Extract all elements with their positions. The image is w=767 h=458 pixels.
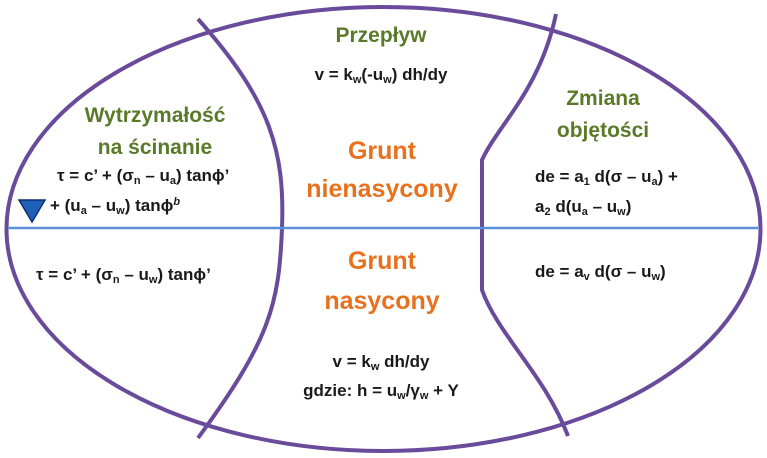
center-unsaturated-line1: Grunt bbox=[347, 137, 417, 165]
flow-equation: v = kw(-uw) dh/dy bbox=[314, 65, 448, 86]
outer-ellipse bbox=[4, 5, 763, 453]
shear-unsat-equation-line2: + (ua – uw) tanϕb bbox=[50, 196, 181, 217]
volume-unsat-equation-line1: de = a1 d(σ – ua) + bbox=[535, 167, 678, 188]
shear-sat-equation: τ = c’ + (σn – uw) tanϕ’ bbox=[36, 265, 211, 286]
center-unsaturated-line2: nienasycony bbox=[306, 175, 458, 203]
volume-title-line1: Zmiana bbox=[566, 87, 640, 110]
water-table-marker bbox=[17, 199, 47, 224]
bottom-head-definition: gdzie: h = uw/γw + Y bbox=[303, 381, 459, 402]
volume-sat-equation: de = av d(σ – uw) bbox=[535, 262, 666, 283]
shear-title-line1: Wytrzymałość bbox=[84, 104, 226, 127]
shear-unsat-equation-line1: τ = c’ + (σn – ua) tanϕ’ bbox=[57, 166, 230, 187]
center-saturated-line2: nasycony bbox=[324, 287, 440, 315]
volume-title-line2: objętości bbox=[556, 119, 650, 142]
right-divider bbox=[480, 13, 570, 437]
flow-title: Przepływ bbox=[335, 24, 427, 47]
center-saturated-line1: Grunt bbox=[347, 247, 417, 275]
volume-unsat-equation-line2: a2 d(ua – uw) bbox=[535, 197, 632, 218]
shear-title-line2: na ścinanie bbox=[97, 136, 213, 159]
bottom-flow-equation: v = kw dh/dy bbox=[332, 352, 430, 373]
